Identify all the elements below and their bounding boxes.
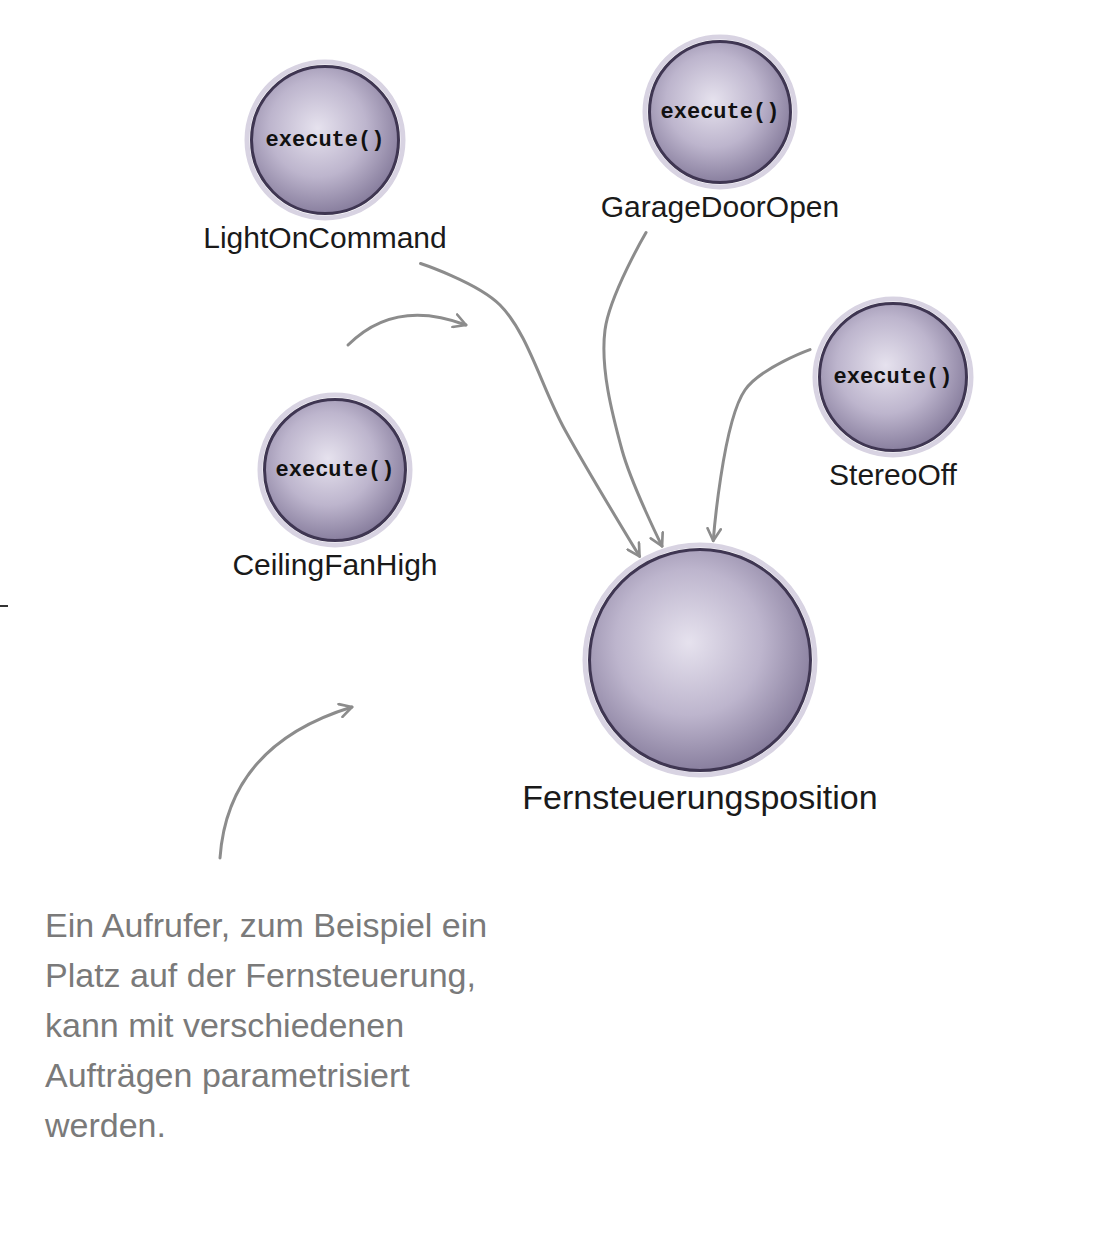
command-arrow [604,233,662,547]
command-ball: execute() StereoOff [818,302,968,493]
method-name: execute() [276,458,395,483]
invoker-ball: Fernsteuerungsposition [518,548,881,817]
command-arrow [713,350,810,541]
ball [588,548,812,772]
ball-halo [645,37,795,187]
method-name: execute() [834,365,953,390]
ball-circle [252,67,399,214]
command-ball: execute() GarageDoorOpen [597,40,843,225]
ball-circle [820,304,967,451]
ball-circle [649,42,790,183]
method-name: execute() [266,128,385,153]
command-ball: execute() LightOnCommand [199,65,450,256]
node-label: CeilingFanHigh [232,548,437,583]
note-text: Ein Aufrufer, zum Beispiel ein Platz auf… [45,900,515,1150]
ball-halo [247,62,403,218]
ball: execute() [263,398,407,542]
node-label: LightOnCommand [203,221,446,256]
stray-mark [0,605,8,607]
node-label: StereoOff [829,458,957,493]
ball-halo [585,545,815,775]
ball-circle [589,550,810,771]
ball-shape [588,548,812,772]
ball: execute() [250,65,400,215]
hint-arrow [348,315,466,345]
ball-halo [260,395,410,545]
callout-arrow [220,707,352,858]
method-name: execute() [661,100,780,125]
command-arrow [421,264,640,557]
ball-circle [264,400,405,541]
node-label: GarageDoorOpen [601,190,839,225]
ball-halo [815,299,971,455]
ball: execute() [818,302,968,452]
command-ball: execute() CeilingFanHigh [228,398,441,583]
node-label: Fernsteuerungsposition [522,778,877,817]
ball: execute() [648,40,792,184]
